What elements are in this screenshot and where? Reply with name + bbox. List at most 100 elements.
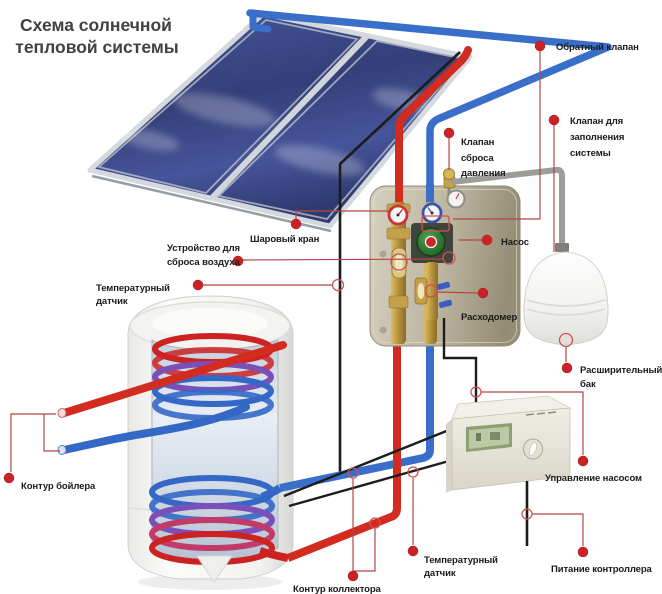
panel-cloud-reflections	[120, 88, 432, 176]
pump-station	[369, 168, 521, 347]
label-pressure-relief-3: давления	[461, 168, 506, 179]
controller	[446, 395, 572, 493]
boiler-circuit-hot-pipe	[60, 341, 287, 417]
collector-piping	[246, 9, 612, 476]
dot-air-release	[232, 255, 244, 267]
expansion-tank-group	[451, 166, 609, 346]
panel-left-inner-frame	[97, 19, 359, 194]
dot-flow-meter	[477, 287, 489, 299]
label-controller-power: Питание контроллера	[551, 564, 653, 575]
label-expansion-tank-2: бак	[580, 379, 596, 390]
marker-collector-hot	[369, 517, 381, 529]
lead-flow-meter	[436, 291, 479, 294]
cold-pipe-cap	[57, 445, 67, 455]
diagram-title-line1: Схема солнечной	[20, 15, 172, 35]
hot-pipe-top	[395, 46, 472, 210]
expansion-tank	[523, 251, 609, 346]
lead-collector-circuit	[352, 478, 376, 572]
label-pressure-relief-2: сброса	[461, 153, 494, 164]
hot-pipe-cap	[57, 408, 67, 418]
vent-slot	[536, 412, 546, 415]
label-air-release-2: сброса воздуха	[167, 257, 240, 268]
brass-fitting	[386, 227, 411, 240]
marker-controller-power	[521, 508, 533, 520]
panel-bottom-edge	[91, 174, 332, 233]
dot-collector-circuit	[347, 570, 359, 582]
valve-handle	[438, 299, 453, 309]
lead-ball-valve	[295, 210, 389, 219]
label-fill-valve-3: системы	[570, 148, 611, 159]
label-collector-circuit: Контур коллектора	[293, 584, 382, 594]
solar-collector-panels	[87, 11, 473, 233]
pump-badge	[424, 235, 438, 249]
lead-boiler-circuit	[10, 413, 60, 472]
boiler-circuit-cold-pipe	[60, 403, 250, 454]
sight-glass	[395, 254, 403, 272]
dot-ball-valve	[290, 218, 302, 230]
panel-right-inner-frame	[217, 40, 466, 220]
dot-boiler-circuit	[3, 472, 15, 484]
sensor-wires	[283, 428, 450, 508]
mount-hole	[379, 326, 387, 334]
mount-hole	[379, 250, 387, 258]
marker-pump-control	[470, 386, 482, 398]
cold-pipe-top	[246, 9, 612, 210]
mount-hole	[500, 328, 508, 336]
marker-temp-sensor-bottom	[407, 466, 419, 478]
label-fill-valve-1: Клапан для	[570, 116, 623, 127]
station-right-assembly	[411, 168, 466, 344]
label-fill-valve-2: заполнения	[570, 132, 624, 143]
collector-loop-piping	[279, 342, 434, 562]
label-check-valve: Обратный клапан	[556, 42, 639, 53]
lower-coil-in	[258, 547, 289, 562]
lead-controller-power	[532, 513, 584, 546]
dot-pump-control	[577, 455, 589, 467]
label-temp-sensor-top-2: датчик	[96, 296, 128, 307]
gauge-center	[430, 211, 434, 215]
label-ball-valve: Шаровый кран	[250, 234, 320, 245]
vent-slot	[525, 413, 535, 416]
pump-control-wire	[442, 318, 478, 413]
marker-expansion-tank	[558, 332, 574, 348]
cold-pipe-hook	[249, 9, 272, 33]
tank-groove	[526, 308, 606, 316]
dot-controller-power	[577, 546, 589, 558]
supply-pipe	[286, 342, 401, 562]
text-layer: Схема солнечной тепловой системы Обратны…	[15, 15, 662, 594]
annotation-layer	[3, 40, 589, 582]
dot-temp-sensor-bottom	[407, 545, 419, 557]
marker-collector-cold	[347, 467, 359, 479]
marker-temp-sensor-top	[331, 278, 345, 292]
panel-divider	[209, 33, 370, 201]
tank-groove	[526, 299, 606, 307]
dot-check-valve	[534, 40, 546, 52]
diagram-title-line2: тепловой системы	[15, 37, 178, 57]
fill-valve-fitting	[555, 243, 569, 252]
marker-flow-meter	[424, 284, 438, 298]
flow-meter-window	[417, 283, 425, 299]
lead-check-valve	[453, 51, 541, 220]
label-boiler-circuit: Контур бойлера	[21, 481, 96, 492]
dot-temp-sensor-top	[192, 279, 204, 291]
valve-handle	[436, 281, 451, 291]
label-temp-sensor-bottom-2: датчик	[424, 568, 456, 579]
brass-fitting	[388, 295, 409, 309]
label-temp-sensor-bottom-1: Температурный	[424, 555, 498, 566]
label-expansion-tank-1: Расширительный	[580, 365, 662, 376]
tank-sensor-wire-a	[283, 428, 450, 498]
label-pump-control: Управление насосом	[545, 473, 642, 484]
lead-air-release	[242, 258, 444, 261]
lead-pump-control	[481, 391, 584, 455]
marker-check-valve	[421, 215, 450, 232]
marker-air-release	[390, 253, 408, 271]
label-pump: Насос	[501, 237, 529, 248]
label-air-release-1: Устройство для	[167, 243, 240, 254]
vent-slot	[547, 411, 557, 414]
collector-sensor-wire	[338, 51, 461, 476]
label-temp-sensor-top-1: Температурный	[96, 283, 170, 294]
tank-dome	[152, 308, 268, 338]
lcd-digit	[490, 432, 500, 440]
fill-pipe	[451, 166, 565, 249]
